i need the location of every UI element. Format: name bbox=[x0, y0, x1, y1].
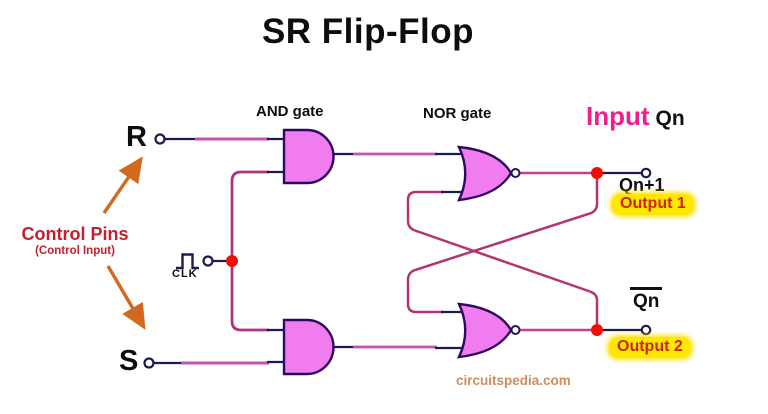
terminal-r bbox=[154, 133, 166, 145]
input-word-label: Input bbox=[586, 101, 650, 131]
s-terminal-label: S bbox=[119, 345, 139, 377]
terminal-s bbox=[143, 357, 155, 369]
clk-label: CLK bbox=[172, 268, 198, 280]
arrow-to-r-icon bbox=[102, 156, 143, 214]
junction-dot-qbar bbox=[591, 324, 603, 336]
wire-feedback-q-to-nor2 bbox=[406, 176, 599, 314]
nor2-inverter-bubble bbox=[510, 325, 521, 335]
input-qn-annotation: Input Qn bbox=[586, 103, 685, 129]
control-pins-annotation: Control Pins (Control Input) bbox=[6, 224, 144, 257]
control-pins-label: Control Pins bbox=[21, 224, 129, 244]
terminal-q bbox=[640, 167, 652, 179]
input-qn-label: Qn bbox=[655, 107, 685, 130]
output-2-badge: Output 2 bbox=[609, 337, 691, 358]
junction-dot-q bbox=[591, 167, 603, 179]
junction-dot-clk bbox=[226, 255, 238, 267]
terminal-qbar bbox=[640, 324, 652, 336]
nor-gate-1 bbox=[456, 145, 513, 202]
watermark: circuitspedia.com bbox=[456, 373, 571, 388]
wire-clk-branch bbox=[230, 170, 269, 332]
nor-gate-label: NOR gate bbox=[423, 105, 492, 122]
r-terminal-label: R bbox=[126, 121, 147, 153]
qn-bar-label: Qn bbox=[630, 287, 663, 311]
control-input-label: (Control Input) bbox=[35, 244, 115, 257]
terminal-clk bbox=[202, 255, 214, 267]
and-gate-label: AND gate bbox=[256, 103, 324, 120]
clock-pulse-icon bbox=[176, 253, 199, 270]
qn-plus-1-label: Qn+1 bbox=[619, 175, 665, 195]
wire-feedback-qbar-to-nor1 bbox=[406, 190, 599, 327]
arrow-to-s-icon bbox=[106, 265, 146, 330]
and-gate-1 bbox=[282, 128, 335, 185]
nor1-inverter-bubble bbox=[510, 168, 521, 178]
page-title: SR Flip-Flop bbox=[261, 12, 475, 51]
output-1-badge: Output 1 bbox=[612, 194, 694, 215]
and-gate-2 bbox=[282, 318, 335, 376]
nor-gate-2 bbox=[456, 302, 513, 359]
